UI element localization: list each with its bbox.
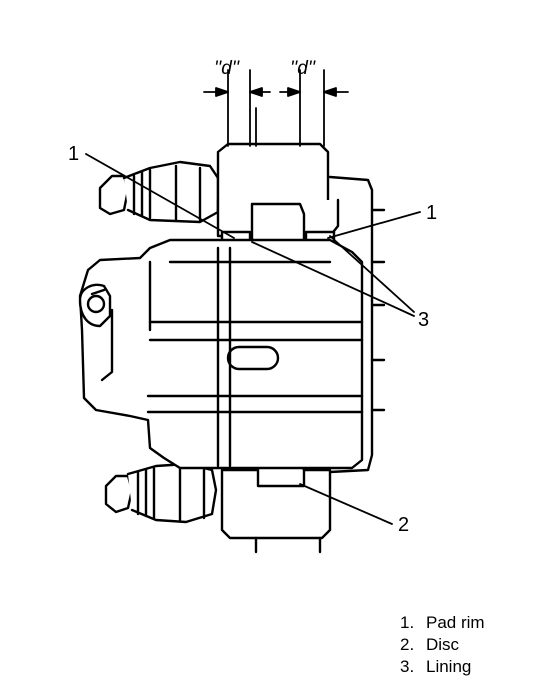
lower-pad <box>220 460 332 554</box>
dimension-label-right: ''d'' <box>290 58 316 79</box>
callout-pad-rim-right: 1 <box>426 202 437 224</box>
legend-text: Disc <box>426 635 460 654</box>
callout-disc: 2 <box>398 514 409 536</box>
legend: 1. Pad rim 2. Disc 3. Lining <box>400 612 485 678</box>
dimension-label-left: ''d'' <box>214 58 240 79</box>
leader-lines <box>85 153 421 525</box>
guide-pin <box>78 283 112 328</box>
legend-text: Lining <box>426 657 472 676</box>
legend-number: 2. <box>400 635 415 654</box>
callout-pad-rim-left: 1 <box>68 143 79 165</box>
upper-pad <box>216 142 340 246</box>
legend-text: Pad rim <box>426 613 485 632</box>
legend-number: 1. <box>400 613 415 632</box>
caliper-body <box>78 238 364 470</box>
inspection-slot <box>226 345 280 371</box>
legend-number: 3. <box>400 657 415 676</box>
legend-item: 1. Pad rim <box>400 612 485 634</box>
dimension-lines <box>203 69 349 147</box>
legend-item: 3. Lining <box>400 656 485 678</box>
legend-item: 2. Disc <box>400 634 485 656</box>
callout-lining: 3 <box>418 309 429 331</box>
lower-bolt <box>104 462 218 524</box>
